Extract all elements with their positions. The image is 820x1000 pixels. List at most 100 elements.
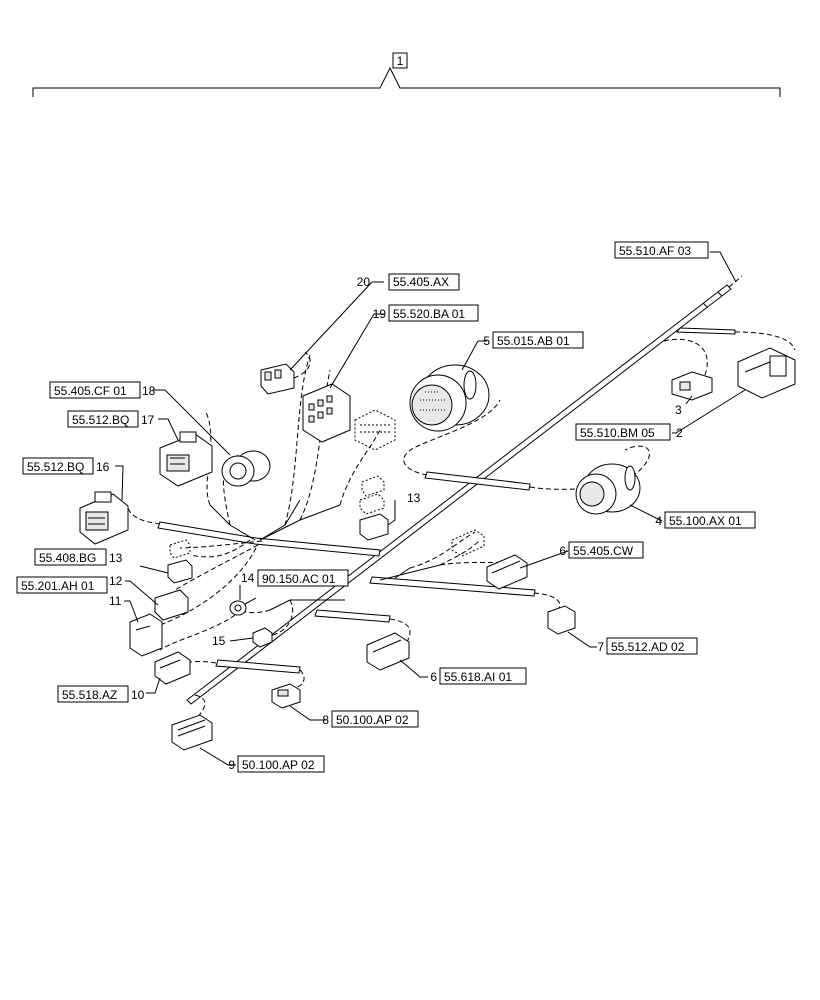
ref-box [16, 576, 108, 594]
callout-number: 15 [212, 634, 226, 648]
ref-code: 55.512.AD 02 [611, 640, 685, 654]
callout-6-upper: 6 55.405.CW [559, 541, 644, 559]
ref-code: 50.100.AP 02 [242, 758, 315, 772]
ref-box [439, 667, 527, 685]
callout-3: 3 [675, 403, 682, 417]
callout-13-upper: 13 [407, 491, 421, 505]
callout-20: 20 55.405.AX [357, 273, 460, 291]
callout-2: 55.510.BM 05 2 [575, 423, 683, 441]
ref-code: 90.150.AC 01 [262, 572, 336, 586]
connector-6-lower [366, 632, 410, 671]
callout-15: 15 [212, 634, 226, 648]
ref-box [568, 541, 644, 559]
ref-box [664, 511, 756, 529]
connector-9 [171, 714, 213, 751]
callout-number: 13 [407, 491, 421, 505]
callout-number: 13 [109, 551, 123, 565]
connector-5 [409, 364, 490, 432]
callout-number: 8 [322, 713, 329, 727]
ref-code: 55.405.CW [573, 544, 634, 558]
grommet-18 [221, 450, 271, 487]
ref-box [492, 331, 584, 349]
ref-code: 55.405.CF 01 [54, 384, 127, 398]
item-number-box [392, 52, 408, 69]
ref-code: 55.512.BQ [72, 413, 129, 427]
callout-number: 20 [357, 275, 371, 289]
ref-box [575, 423, 671, 441]
callout-9: 9 50.100.AP 02 [228, 755, 325, 773]
ref-box [388, 273, 460, 291]
connector-16 [79, 491, 129, 545]
callout-number: 10 [131, 688, 145, 702]
ref-code: 55.201.AH 01 [21, 579, 95, 593]
callout-7: 7 55.512.AD 02 [597, 637, 698, 655]
ref-code: 55.510.AF 03 [619, 244, 691, 258]
ref-code: 55.512.BQ [27, 460, 84, 474]
callout-17: 55.512.BQ 17 [67, 410, 155, 428]
ref-box [34, 548, 107, 566]
ref-box [606, 637, 698, 655]
callout-14: 14 90.150.AC 01 [241, 569, 349, 587]
callout-number: 5 [483, 334, 490, 348]
connector-19 [302, 383, 396, 451]
callout-number: 6 [559, 544, 566, 558]
connector-8 [271, 683, 301, 709]
connector-20 [260, 351, 311, 395]
connector-4 [575, 463, 641, 515]
ref-code: 50.100.AP 02 [336, 713, 409, 727]
ref-box [237, 755, 325, 773]
callout-number: 11 [109, 594, 122, 608]
callout-16: 55.512.BQ 16 [22, 457, 110, 475]
ref-code: 55.408.BG [39, 551, 96, 565]
callout-number: 9 [228, 758, 235, 772]
callout-number: 17 [141, 413, 155, 427]
ref-box [67, 410, 139, 428]
callout-10: 55.518.AZ 10 [57, 685, 145, 703]
callout-19: 19 55.520.BA 01 [373, 304, 479, 322]
ref-box [49, 381, 141, 399]
ring-terminal-14 [229, 597, 257, 616]
connector-2 [737, 347, 796, 399]
callout-number: 12 [109, 574, 123, 588]
connector-13-upper [359, 475, 389, 541]
wire-harness [126, 275, 796, 726]
callout-8: 8 50.100.AP 02 [322, 710, 419, 728]
ref-box [388, 304, 479, 322]
ref-box [331, 710, 419, 728]
ref-code: 55.100.AX 01 [669, 514, 742, 528]
callout-number: 18 [142, 384, 156, 398]
callout-11: 11 [109, 594, 122, 608]
ref-code: 55.510.BM 05 [580, 426, 655, 440]
connector-13-lower [167, 539, 193, 584]
connector-6-upper [451, 529, 528, 590]
assembly-bracket: 1 [32, 52, 781, 97]
callout-number: 2 [676, 426, 683, 440]
callout-number: 14 [241, 571, 255, 585]
callout-number: 19 [373, 307, 387, 321]
callout-number: 6 [430, 670, 437, 684]
ref-code: 55.015.AB 01 [497, 334, 570, 348]
callout-5: 5 55.015.AB 01 [483, 331, 584, 349]
callout-12: 55.201.AH 01 12 [16, 574, 123, 594]
callout-number: 7 [597, 640, 604, 654]
ref-box [22, 457, 94, 475]
item-number-1: 1 [397, 54, 404, 68]
leader-lines [115, 251, 746, 766]
ref-box [257, 569, 349, 587]
callout-number: 3 [675, 403, 682, 417]
callout-18: 55.405.CF 01 18 [49, 381, 156, 399]
callout-number: 16 [96, 460, 110, 474]
connector-3 [671, 371, 713, 401]
callout-4: 4 55.100.AX 01 [655, 511, 756, 529]
callout-number: 4 [655, 514, 662, 528]
connector-10 [154, 651, 191, 685]
plug-15 [252, 627, 273, 648]
connector-12 [154, 589, 189, 621]
callout-6-lower: 6 55.618.AI 01 [430, 667, 527, 685]
relay-11 [129, 613, 163, 657]
ref-code: 55.518.AZ [62, 688, 117, 702]
connector-17 [159, 431, 213, 487]
ref-box [57, 685, 129, 703]
ref-code: 55.618.AI 01 [444, 670, 512, 684]
